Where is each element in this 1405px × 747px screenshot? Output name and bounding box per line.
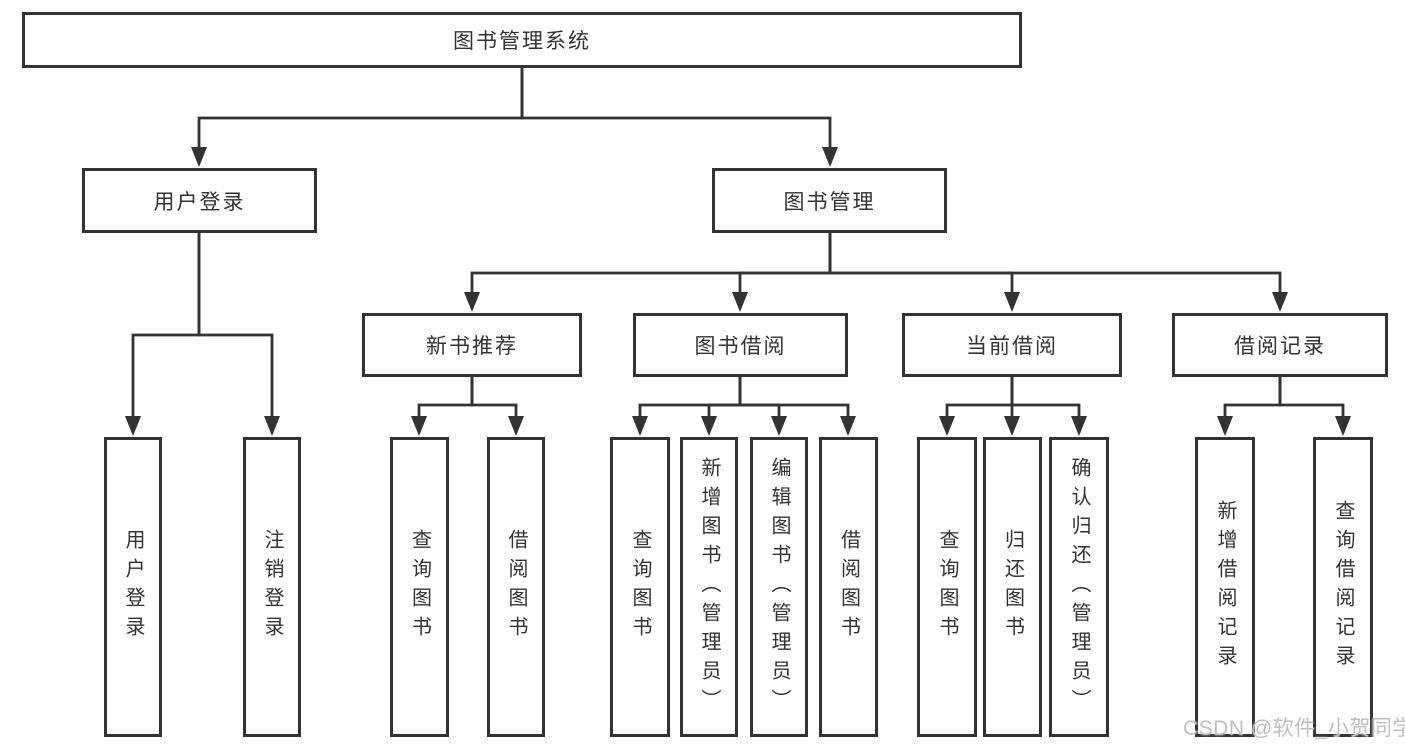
leaf-query-books-current-label: 查询图书 [936, 529, 958, 645]
leaf-add-book-admin-label: 新增图书（管理员） [698, 456, 720, 718]
connector [1278, 377, 1351, 436]
connector [939, 377, 1014, 436]
leaf-add-borrow-record-label: 新增借阅记录 [1214, 500, 1236, 674]
node-new-book-recommend-label: 新书推荐 [426, 335, 518, 358]
connector [125, 233, 201, 436]
connector [701, 377, 742, 436]
connector [738, 377, 787, 436]
leaf-borrow-books-label: 借阅图书 [837, 529, 860, 645]
leaf-query-books-recommend: 查询图书 [390, 437, 449, 737]
leaf-logout-label: 注销登录 [261, 529, 283, 645]
node-book-borrow: 图书借阅 [633, 313, 848, 377]
leaf-return-book-label: 归还图书 [1001, 529, 1024, 645]
node-book-management: 图书管理 [712, 168, 947, 233]
leaf-borrow-books-recommend: 借阅图书 [487, 437, 545, 737]
leaf-edit-book-admin-label: 编辑图书（管理员） [768, 456, 790, 718]
node-book-borrow-label: 图书借阅 [694, 335, 787, 358]
leaf-add-book-admin: 新增图书（管理员） [680, 437, 738, 737]
leaf-query-borrow-record: 查询借阅记录 [1313, 437, 1373, 737]
leaf-borrow-books: 借阅图书 [819, 437, 878, 737]
node-current-borrow-label: 当前借阅 [966, 335, 1058, 358]
leaf-logout: 注销登录 [243, 437, 301, 737]
leaf-edit-book-admin: 编辑图书（管理员） [750, 437, 808, 737]
node-current-borrow: 当前借阅 [902, 313, 1122, 377]
connector [470, 377, 524, 436]
connector [828, 233, 1020, 312]
node-borrow-records: 借阅记录 [1172, 313, 1388, 377]
leaf-query-books-recommend-label: 查询图书 [408, 529, 431, 645]
connector [411, 377, 474, 436]
leaf-confirm-return-admin: 确认归还（管理员） [1049, 437, 1109, 737]
leaf-borrow-books-recommend-label: 借阅图书 [505, 529, 527, 645]
connector [520, 68, 838, 167]
connector [1217, 377, 1282, 436]
root-node: 图书管理系统 [22, 12, 1022, 68]
leaf-add-borrow-record: 新增借阅记录 [1195, 437, 1255, 737]
leaf-user-login: 用户登录 [104, 437, 162, 737]
connector [738, 377, 856, 436]
node-borrow-records-label: 借阅记录 [1234, 335, 1326, 358]
connector [464, 233, 832, 312]
node-book-management-label: 图书管理 [783, 190, 876, 214]
connector [732, 233, 832, 312]
connector [191, 68, 524, 167]
node-user-login: 用户登录 [82, 168, 317, 233]
root-node-label: 图书管理系统 [453, 30, 591, 53]
connector [632, 377, 742, 436]
leaf-query-borrow-record-label: 查询借阅记录 [1332, 500, 1354, 674]
node-new-book-recommend: 新书推荐 [362, 313, 582, 377]
node-user-login-label: 用户登录 [153, 190, 246, 214]
watermark: CSDN @软件_小贺同学 [1183, 717, 1405, 740]
leaf-user-login-label: 用户登录 [122, 529, 144, 645]
leaf-return-book: 归还图书 [983, 437, 1042, 737]
connector [197, 233, 280, 436]
leaf-query-books-borrow: 查询图书 [610, 437, 670, 737]
leaf-confirm-return-admin-label: 确认归还（管理员） [1068, 456, 1090, 718]
leaf-query-books-borrow-label: 查询图书 [629, 529, 651, 645]
connector [1010, 377, 1087, 436]
connector [828, 233, 1288, 312]
leaf-query-books-current: 查询图书 [917, 437, 977, 737]
